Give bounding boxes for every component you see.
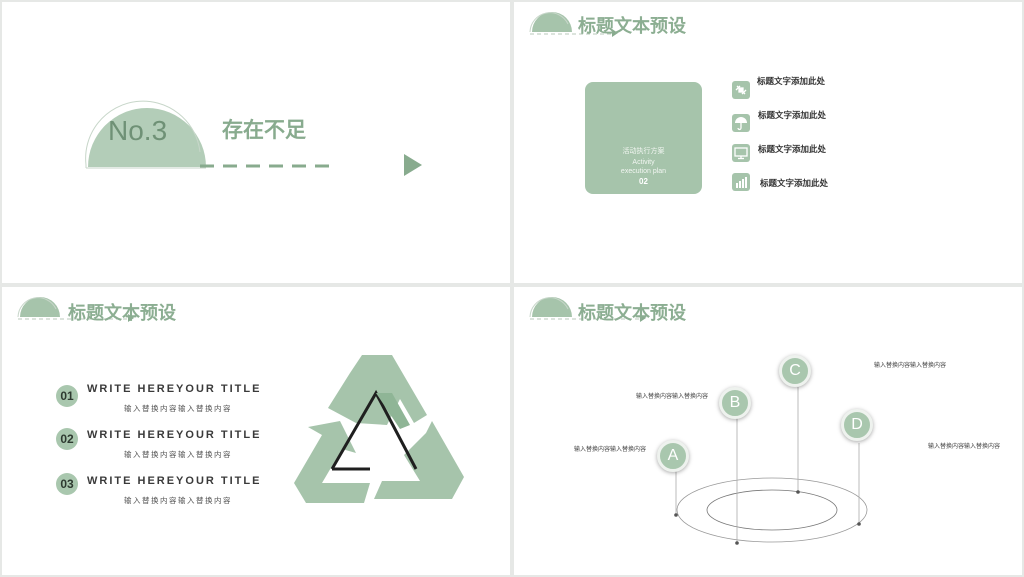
- umbrella-icon: [732, 114, 750, 132]
- node-d-text: 输入替换内容输入替换内容: [928, 444, 1001, 450]
- card-line4: 02: [639, 177, 648, 186]
- recycle-icon: [294, 355, 464, 503]
- card-line3: execution plan: [620, 168, 667, 175]
- item-title: WRITE HEREYOUR TITLE: [87, 429, 262, 441]
- monitor-icon: [732, 144, 750, 162]
- list-item-label: 标题文字添加此处: [758, 144, 827, 154]
- orbit-diagram: [674, 387, 868, 545]
- slide-section-title[interactable]: No.3 存在不足: [2, 2, 510, 283]
- node-c: C: [779, 355, 811, 387]
- slide-title: 标题文本预设: [578, 303, 686, 323]
- bar-chart-icon: [732, 173, 750, 191]
- list-item-label: 标题文字添加此处: [760, 178, 829, 188]
- item-number-badge: 03: [56, 473, 78, 495]
- node-b: B: [719, 387, 751, 419]
- header-decoration: [529, 12, 618, 37]
- slide-title: 标题文本预设: [578, 16, 686, 36]
- slide-list[interactable]: 标题文本预设 活动执行方案 Activity execution plan 02…: [514, 2, 1022, 283]
- item-title: WRITE HEREYOUR TITLE: [87, 475, 262, 487]
- node-c-text: 输入替换内容输入替换内容: [874, 363, 947, 369]
- satellite-icon: [732, 81, 750, 99]
- section-heading: 存在不足: [222, 119, 306, 142]
- item-subtitle: 输入替换内容输入替换内容: [124, 496, 232, 505]
- play-triangle-icon: [404, 154, 422, 176]
- section-decoration: [85, 100, 422, 176]
- card-line1: 活动执行方案: [622, 148, 665, 155]
- section-number: No.3: [108, 115, 168, 146]
- card-line2: Activity: [632, 159, 655, 166]
- node-b-text: 输入替换内容输入替换内容: [636, 394, 709, 400]
- info-card: 活动执行方案 Activity execution plan 02: [585, 82, 702, 194]
- header-decoration: [529, 297, 646, 322]
- node-a-text: 输入替换内容输入替换内容: [574, 447, 647, 453]
- list-item-label: 标题文字添加此处: [758, 110, 827, 120]
- slide-titles[interactable]: 标题文本预设 01 WRITE HEREYOUR TITLE 输入替换内容输入替…: [2, 287, 510, 575]
- item-title: WRITE HEREYOUR TITLE: [87, 383, 262, 395]
- item-number-badge: 01: [56, 385, 78, 407]
- slide-nodes[interactable]: 标题文本预设 A B C D 输入替换内容输入替换内容 输入替换内容输入替换内容…: [514, 287, 1022, 575]
- header-decoration: [17, 297, 134, 322]
- node-d: D: [841, 409, 873, 441]
- item-subtitle: 输入替换内容输入替换内容: [124, 404, 232, 413]
- node-a: A: [657, 440, 689, 472]
- slide-title: 标题文本预设: [68, 303, 176, 323]
- list-item-label: 标题文字添加此处: [757, 76, 826, 86]
- item-subtitle: 输入替换内容输入替换内容: [124, 450, 232, 459]
- item-number-badge: 02: [56, 428, 78, 450]
